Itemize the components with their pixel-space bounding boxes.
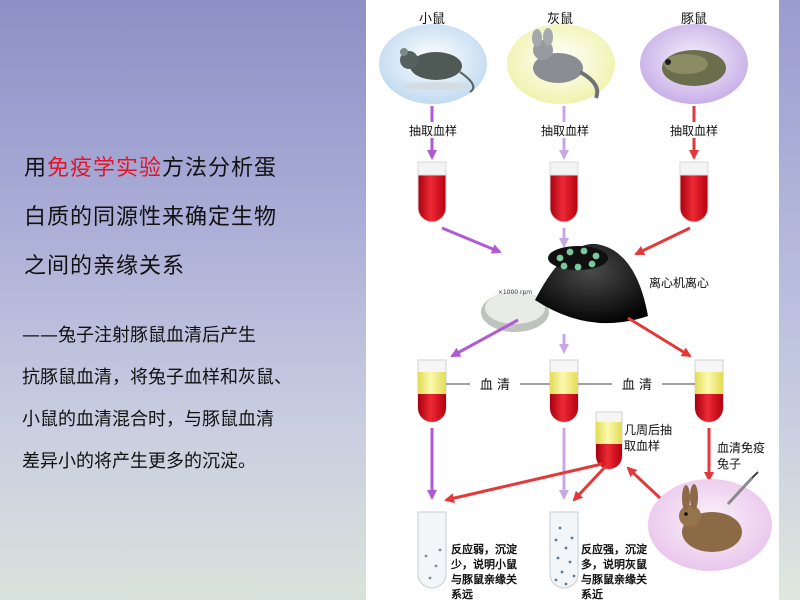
note-line-3: 小鼠的血清混合时，与豚鼠血清 — [22, 409, 274, 430]
animal-label-guinea-pig: 豚鼠 — [681, 12, 707, 27]
draw-blood-label-3: 抽取血样 — [670, 123, 718, 138]
result-chinchilla-line-3: 与豚鼠亲缘关 — [581, 572, 647, 586]
title-line-3: 之间的亲缘关系 — [24, 254, 186, 279]
title-suffix: 方法分析蛋 — [162, 156, 278, 181]
draw-label-bg-1 — [403, 122, 463, 138]
serum-label-2: 血 清 — [622, 378, 652, 393]
chinchilla-icon — [507, 24, 615, 104]
title-prefix: 用 — [24, 156, 48, 181]
draw-blood-label-1: 抽取血样 — [409, 123, 457, 138]
immunize-label-1: 血清免疫 — [717, 440, 765, 455]
serum-tube-chinchilla — [549, 359, 579, 423]
centrifuge-dial: ×1000 rpm — [498, 289, 532, 296]
result-chinchilla-line-4: 系近 — [581, 587, 603, 600]
animal-label-mouse: 小鼠 — [419, 12, 445, 27]
arrow-rabbit-to-tube — [626, 466, 662, 500]
after-weeks-label-2: 取血样 — [624, 438, 660, 453]
note-line-2: 抗豚鼠血清，将兔子血样和灰鼠、 — [22, 367, 292, 388]
title-line-1: 用免疫学实验方法分析蛋 — [24, 150, 277, 182]
arrow-centrifuge-guinea-pig-serum — [627, 316, 692, 358]
after-weeks-label-1: 几周后抽 — [624, 423, 672, 437]
serum-tube-guinea-pig — [694, 359, 724, 423]
blood-tube-guinea-pig — [679, 161, 709, 223]
blood-tube-chinchilla — [549, 161, 579, 223]
centrifuge-icon: ×1000 rpm — [481, 243, 648, 332]
arrow-centrifuge-mouse-serum — [450, 318, 519, 358]
result-tube-mouse — [417, 511, 447, 589]
serum-label-1: 血 清 — [480, 378, 510, 393]
title-highlight: 免疫学实验 — [47, 156, 163, 181]
right-edge-strip — [779, 0, 800, 600]
note-line-4: 差异小的将产生更多的沉淀。 — [22, 451, 256, 472]
rabbit-icon — [648, 471, 772, 571]
result-tube-chinchilla — [549, 511, 579, 589]
animal-label-chinchilla: 灰鼠 — [547, 12, 573, 27]
rabbit-serum-tube — [595, 411, 623, 470]
arrow-rabbit-serum-chinchilla — [572, 464, 608, 502]
mouse-icon — [379, 24, 487, 104]
centrifuge-label: 离心机离心 — [649, 275, 709, 290]
arrow-mouse-centrifuge — [441, 226, 502, 254]
guinea-pig-icon — [640, 24, 748, 104]
draw-blood-label-2: 抽取血样 — [541, 123, 589, 138]
serum-tube-mouse — [417, 359, 447, 423]
result-chinchilla-line-2: 多，说明灰鼠 — [581, 557, 647, 571]
blood-tube-mouse — [417, 161, 447, 223]
result-mouse-line-2: 少，说明小鼠 — [450, 557, 517, 571]
arrow-guinea-pig-centrifuge — [634, 226, 691, 256]
result-chinchilla-line-1: 反应强，沉淀 — [581, 542, 648, 556]
immunize-label-2: 兔子 — [717, 456, 741, 471]
title-line-2: 白质的同源性来确定生物 — [24, 205, 278, 230]
result-mouse-line-4: 系远 — [451, 587, 473, 600]
arrow-rabbit-serum-mouse — [444, 462, 603, 504]
result-mouse-line-1: 反应弱，沉淀 — [451, 542, 518, 556]
draw-label-bg-2 — [535, 122, 595, 138]
note-line-1: ——兔子注射豚鼠血清后产生 — [22, 325, 256, 346]
draw-label-bg-3 — [664, 122, 724, 138]
result-mouse-line-3: 与豚鼠亲缘关 — [451, 572, 517, 586]
